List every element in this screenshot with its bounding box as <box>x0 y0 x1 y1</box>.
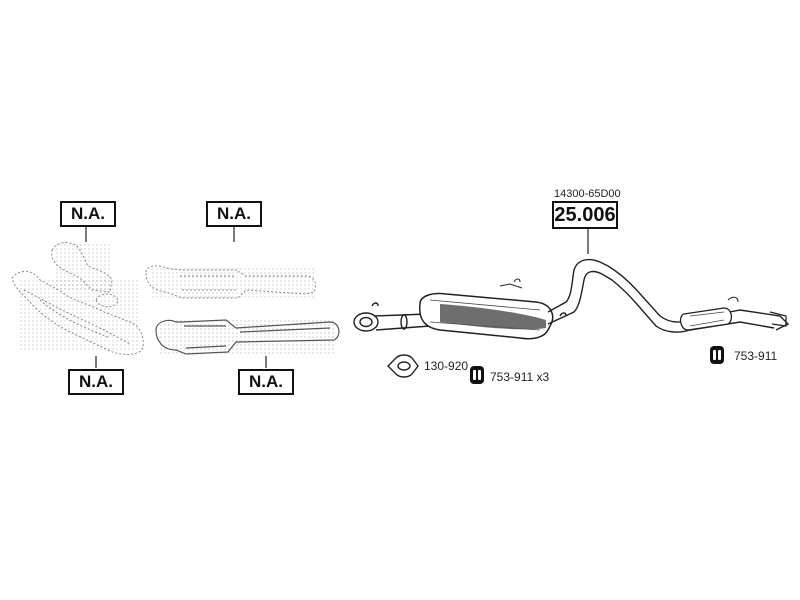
inlet-flange <box>353 302 379 332</box>
oem-number: 14300-65D00 <box>554 188 621 200</box>
manifold-top-stipple <box>56 244 112 290</box>
rubber-mount-icon-right <box>710 346 724 364</box>
front-manifold-stipple <box>20 280 140 350</box>
muffler-body <box>418 278 554 340</box>
rubber-mount-part-label: 753-911 x3 <box>490 370 550 384</box>
gasket-icon <box>387 354 419 378</box>
na-label-bottom-left: N.A. <box>68 369 124 395</box>
na-label-bottom-middle: N.A. <box>238 369 294 395</box>
main-part-number: 25.006 <box>552 201 618 229</box>
rear-silencer <box>679 296 787 331</box>
na-label-top-left: N.A. <box>60 201 116 227</box>
rubber-mount-icon <box>470 366 484 384</box>
tail-pipe <box>547 258 790 333</box>
na-label-top-middle: N.A. <box>206 201 262 227</box>
front-pipe-top-stipple <box>150 266 316 298</box>
gasket-part-label: 130-920 <box>424 359 469 373</box>
na-leader-lines <box>85 226 267 368</box>
rubber-mount-part-label-right: 753-911 <box>734 349 778 363</box>
catalytic-pipe-stipple <box>160 320 336 354</box>
inlet-pipe <box>373 313 431 331</box>
